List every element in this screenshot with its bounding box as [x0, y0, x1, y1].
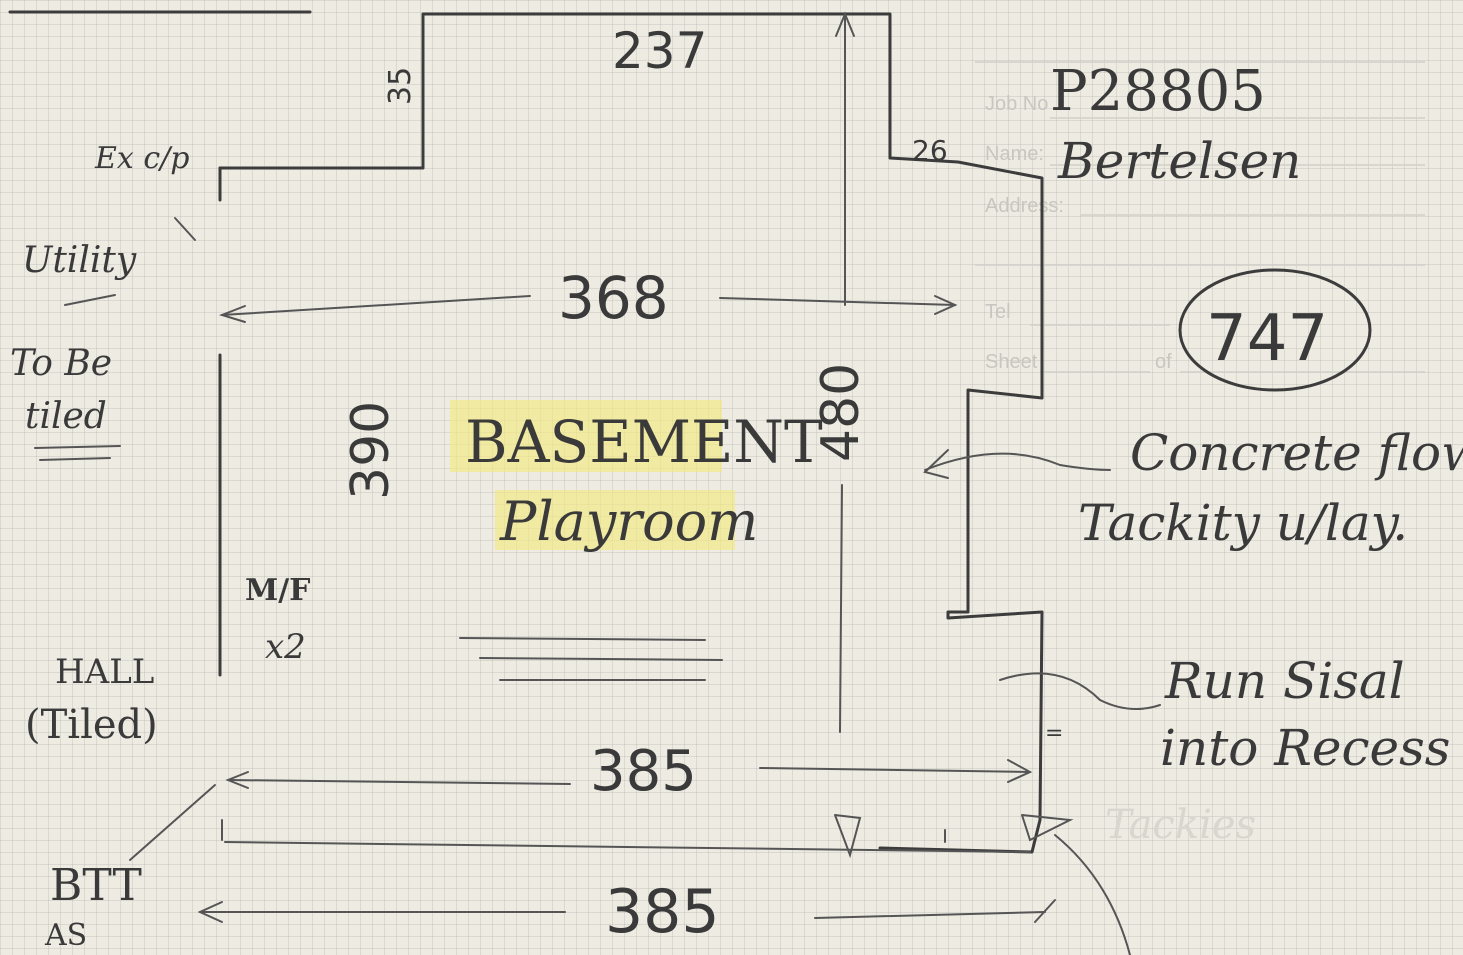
note-utility: Utility	[22, 240, 137, 281]
dim-left-height: 390	[341, 401, 401, 500]
recess-leader	[999, 672, 1161, 710]
highlight-playroom	[495, 490, 735, 550]
note-mf: M/F	[245, 573, 310, 608]
dimension-lines	[197, 11, 1056, 923]
note-to-be: To Be	[10, 343, 112, 384]
address-label: Address:	[985, 195, 1064, 217]
highlight-basement	[450, 400, 722, 472]
job-no-label: Job No	[985, 93, 1048, 115]
dim-right-height: 480	[811, 363, 871, 462]
of-label: of	[1155, 351, 1172, 373]
note-ex-cp: Ex c/p	[94, 141, 189, 176]
note-concrete: Concrete flow	[1130, 424, 1463, 482]
circle-mark	[1178, 268, 1372, 392]
dim-lower-width-inner: 385	[590, 739, 697, 804]
job-number: P28805	[1050, 59, 1266, 124]
note-hall: HALL	[55, 652, 154, 692]
note-underline-2	[39, 457, 111, 461]
note-into-recess: into Recess	[1160, 719, 1450, 777]
sheet-label: Sheet	[985, 351, 1038, 373]
btt-leader	[129, 784, 216, 861]
note-tackies-faint: Tackies	[1105, 802, 1256, 848]
note-as: AS	[44, 918, 87, 953]
dim-top-notch-width: 237	[612, 22, 707, 80]
room-name-line1: BASEMENT	[465, 408, 823, 476]
note-hall-tiled: (Tiled)	[25, 702, 158, 748]
room-outline	[218, 12, 1044, 854]
note-dash	[64, 294, 116, 306]
note-mf-count: x2	[265, 627, 306, 667]
recess-mark: =	[1045, 721, 1063, 746]
concrete-arrow	[923, 449, 949, 479]
tel-label: Tel	[985, 301, 1011, 323]
dim-notch-right-depth: 26	[912, 134, 948, 167]
note-tick	[174, 217, 196, 241]
dim-upper-width: 368	[558, 264, 669, 332]
tackies-leader	[1054, 834, 1131, 955]
circled-number: 747	[1206, 302, 1328, 376]
dim-notch-left-depth: 35	[383, 67, 418, 105]
underline-strokes	[459, 637, 723, 681]
concrete-leader	[924, 452, 1111, 471]
note-underline-1	[34, 445, 121, 449]
note-tackity: Tackity u/lay.	[1078, 494, 1408, 552]
note-btt: BTT	[50, 860, 142, 911]
job-form-lines	[975, 61, 1425, 373]
dim-lower-width-outer: 385	[605, 877, 720, 947]
tackies-arrow	[1021, 814, 1074, 842]
note-run-sisal: Run Sisal	[1164, 652, 1405, 710]
room-name-line2: Playroom	[499, 490, 758, 553]
note-tiled: tiled	[25, 396, 107, 437]
name-label: Name:	[985, 143, 1044, 165]
customer-name: Bertelsen	[1057, 132, 1301, 190]
